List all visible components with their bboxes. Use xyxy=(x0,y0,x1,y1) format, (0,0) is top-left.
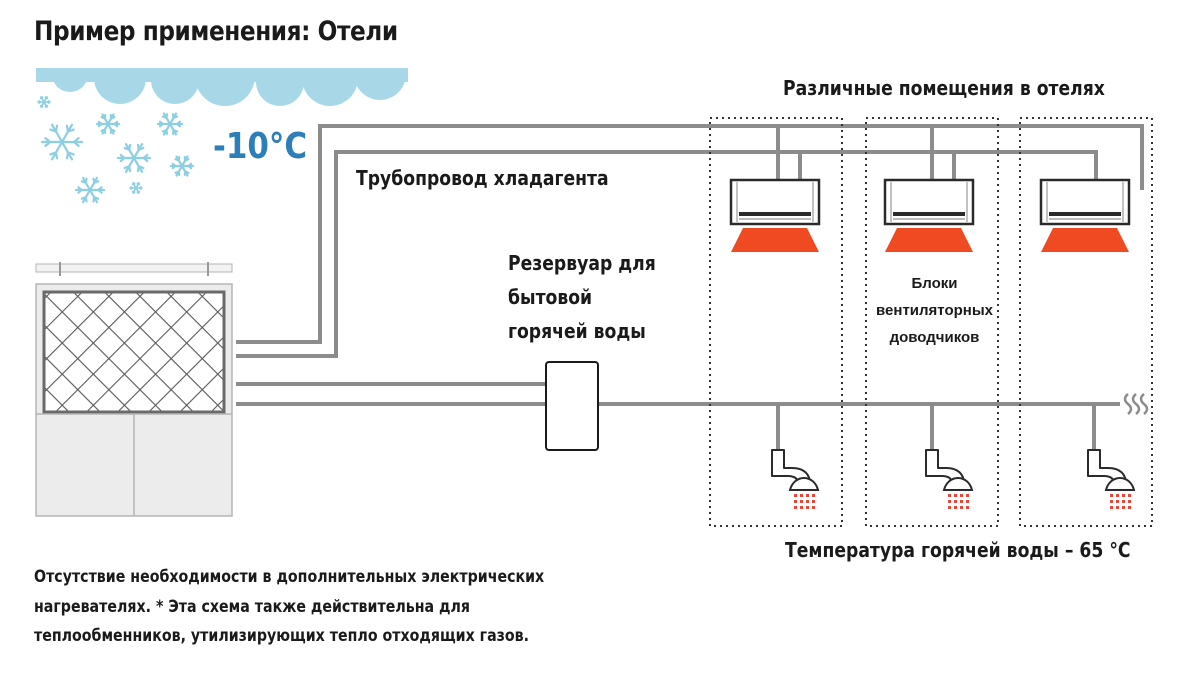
footnote-line: нагревателях. * Эта схема также действит… xyxy=(34,596,470,616)
shower-icon xyxy=(925,449,974,509)
fan-coil-unit xyxy=(883,178,975,252)
fan-coil-label: Блоки вентиляторных доводчиков xyxy=(872,270,997,351)
hot-water-tank-label: Резервуар для бытовой горячей воды xyxy=(508,246,671,348)
fan-coil-label-line: Блоки xyxy=(911,275,958,292)
fan-coil-unit xyxy=(1039,178,1131,252)
shower-icon xyxy=(1087,449,1136,509)
tank-label-line: бытовой xyxy=(508,285,593,309)
fan-coil-label-line: доводчиков xyxy=(889,329,980,346)
page-title: Пример применения: Отели xyxy=(34,16,398,47)
snowflake-icon xyxy=(95,113,121,135)
outdoor-temperature: -10°C xyxy=(213,126,308,167)
hot-water-tank xyxy=(545,361,599,451)
snowflake-icon xyxy=(74,176,106,204)
tank-label-line: горячей воды xyxy=(508,319,646,343)
hot-water-pipes xyxy=(236,382,1120,450)
snowflake-icon xyxy=(40,123,84,161)
fan-coil-unit xyxy=(729,178,821,252)
snowflake-icon xyxy=(156,112,184,136)
snowflake-icon xyxy=(129,182,143,194)
snowflake-icon xyxy=(169,155,195,177)
refrigerant-pipe-label: Трубопровод хладагента xyxy=(356,166,609,190)
footnote-line: Отсутствие необходимости в дополнительны… xyxy=(34,567,545,586)
shower-icon xyxy=(771,449,820,509)
refrigerant-pipes xyxy=(236,124,1144,358)
heat-pump-unit xyxy=(35,262,233,517)
footnote: Отсутствие необходимости в дополнительны… xyxy=(34,562,567,651)
fan-coil-label-line: вентиляторных xyxy=(876,302,993,319)
hotel-room-2 xyxy=(865,117,999,527)
heat-output-icon xyxy=(731,228,819,252)
hotel-room-boxes xyxy=(709,117,1153,527)
snowflake-group xyxy=(37,96,195,204)
hot-water-temperature-label: Температура горячей воды – 65 °C xyxy=(785,538,1131,562)
tank-label-line: Резервуар для xyxy=(508,251,656,275)
hotel-room-1 xyxy=(709,117,843,527)
hotel-rooms-label: Различные помещения в отелях xyxy=(783,76,1105,100)
snowflake-icon xyxy=(116,143,152,173)
pipe-continues-icon xyxy=(1123,393,1149,415)
snowflake-icon xyxy=(37,96,51,108)
hotel-room-3 xyxy=(1019,117,1153,527)
heat-output-icon xyxy=(1041,228,1129,252)
heat-output-icon xyxy=(885,228,973,252)
footnote-line: теплообменников, утилизирующих тепло отх… xyxy=(34,626,530,645)
